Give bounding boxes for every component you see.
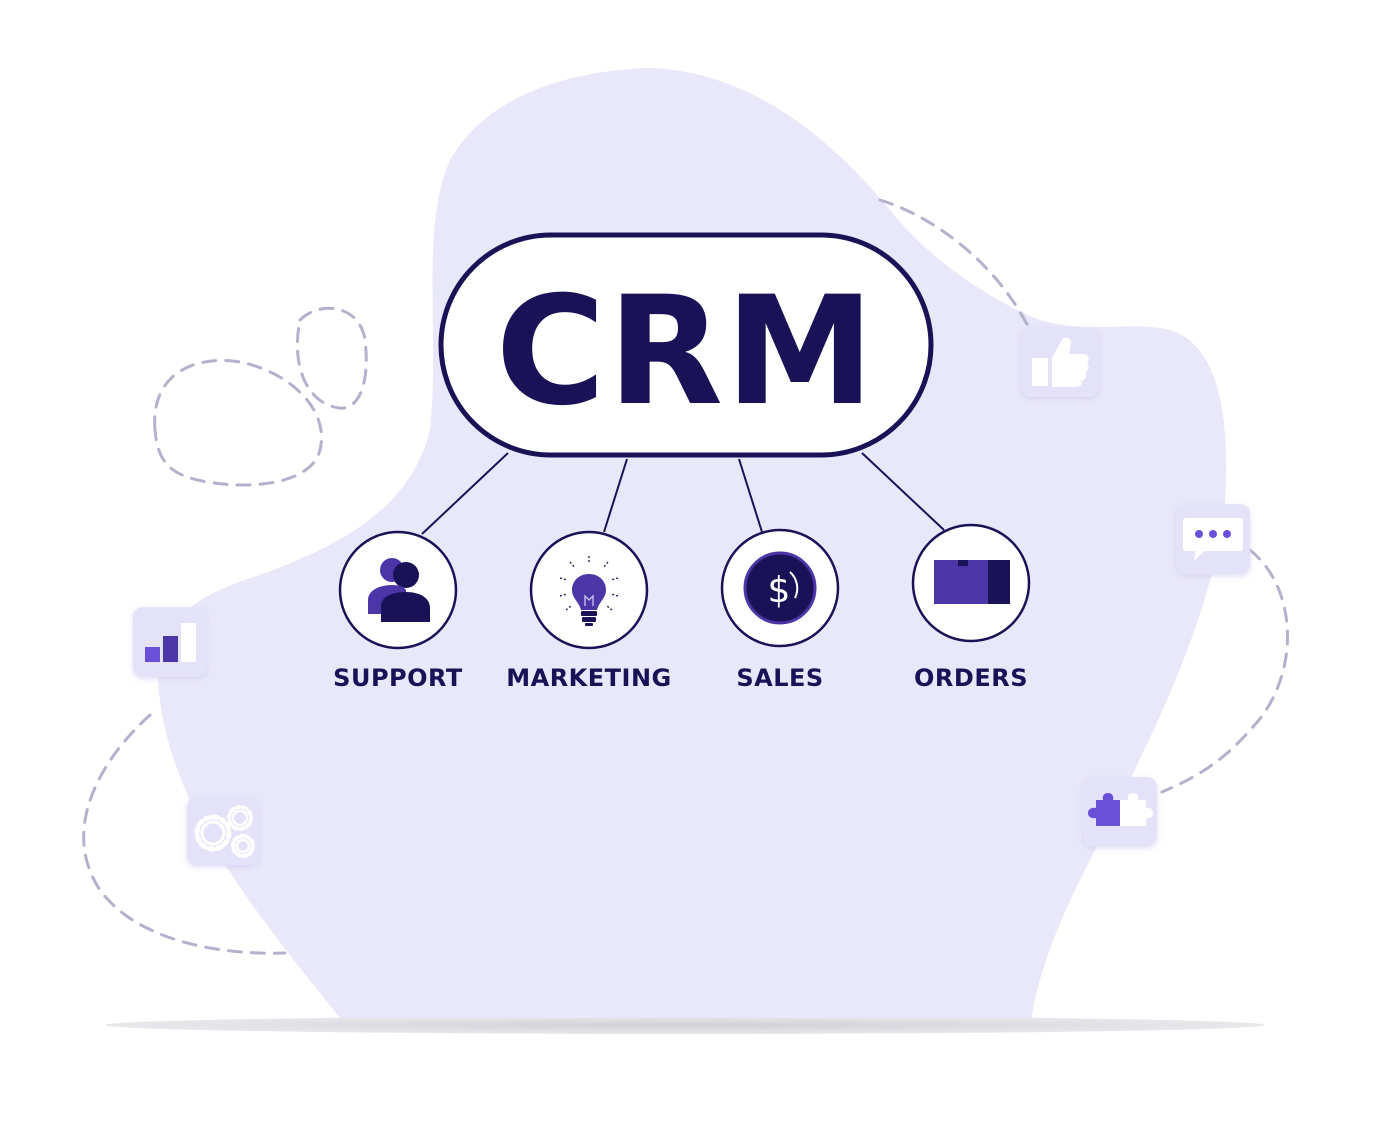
lightbulb-icon: [559, 556, 619, 626]
tile-chat-bubble: [1176, 504, 1250, 574]
crm-pill: CRM: [438, 232, 934, 458]
node-support: SUPPORT: [333, 530, 463, 692]
dashed-loop-top: [295, 306, 368, 410]
tile-bar-chart: [133, 607, 207, 677]
background-blob: [158, 68, 1227, 1018]
puzzle-icon: [1088, 793, 1153, 826]
connectors: [421, 452, 945, 535]
node-orders: ORDERS: [911, 523, 1031, 692]
node-label-support: SUPPORT: [333, 664, 463, 692]
connector-support: [421, 452, 509, 535]
dashed-arc-top-right: [878, 198, 1032, 332]
gears-icon: [194, 805, 255, 858]
dollar-coin-icon: $: [743, 551, 817, 625]
dashed-arc-right: [1160, 548, 1289, 794]
connector-sales: [738, 458, 763, 533]
node-label-sales: SALES: [736, 664, 823, 692]
dashed-decorations: [82, 198, 1289, 955]
bar-chart-icon: [145, 623, 196, 662]
node-label-orders: ORDERS: [914, 664, 1028, 692]
node-marketing: MARKETING: [506, 530, 672, 692]
tile-thumbs-up: [1021, 327, 1099, 397]
connector-marketing: [603, 458, 628, 533]
dashed-loop-left: [153, 358, 323, 487]
node-label-marketing: MARKETING: [506, 664, 672, 692]
floor-shadow: [105, 1016, 1265, 1034]
svg-text:$: $: [768, 570, 791, 611]
connector-orders: [861, 452, 945, 531]
box-icon: [934, 560, 1010, 604]
tile-puzzle: [1083, 777, 1157, 846]
people-icon: [368, 558, 430, 622]
chat-bubble-icon: [1183, 518, 1243, 561]
thumbs-up-icon: [1032, 337, 1089, 387]
node-sales: $ SALES: [720, 528, 840, 692]
crm-title: CRM: [496, 265, 877, 439]
tile-gears: [187, 797, 259, 865]
